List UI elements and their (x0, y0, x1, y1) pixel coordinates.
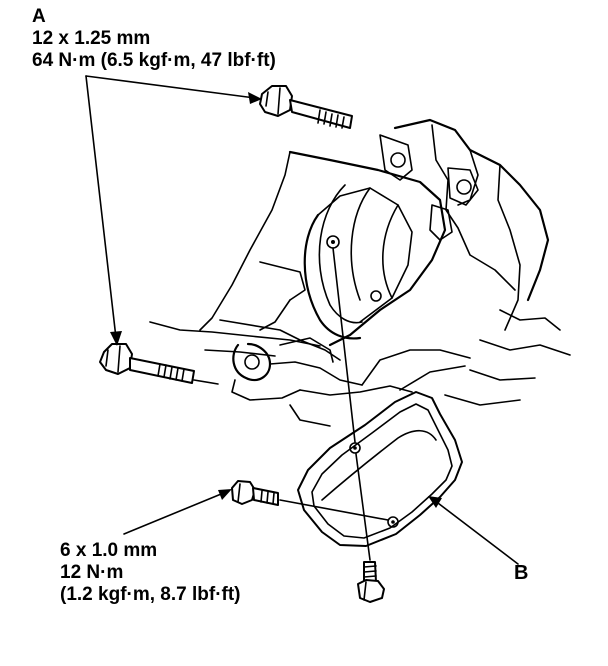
bolt-a-upper (259, 85, 353, 129)
dust-cover-plate-b (297, 391, 463, 547)
label-a-size: 12 x 1.25 mm (32, 28, 151, 49)
transmission-housing (149, 118, 571, 427)
label-b-torque-other: (1.2 kgf·m, 8.7 lbf·ft) (60, 584, 241, 605)
bolt-b-spec-label: 6 x 1.0 mm 12 N·m (1.2 kgf·m, 8.7 lbf·ft… (60, 540, 241, 606)
label-b-size: 6 x 1.0 mm (60, 540, 158, 561)
label-b-torque-nm: 12 N·m (60, 562, 124, 583)
label-a-letter: A (32, 6, 46, 27)
label-a-torque: 64 N·m (6.5 kgf·m, 47 lbf·ft) (32, 50, 276, 71)
bolt-a-spec-label: A 12 x 1.25 mm 64 N·m (6.5 kgf·m, 47 lbf… (32, 6, 276, 72)
bolt-b-bottom (357, 561, 385, 603)
callout-b-letter: B (514, 562, 529, 584)
leader-lines (85, 75, 519, 565)
bolt-a-lower (99, 343, 195, 384)
bolt-b-left (231, 480, 279, 506)
